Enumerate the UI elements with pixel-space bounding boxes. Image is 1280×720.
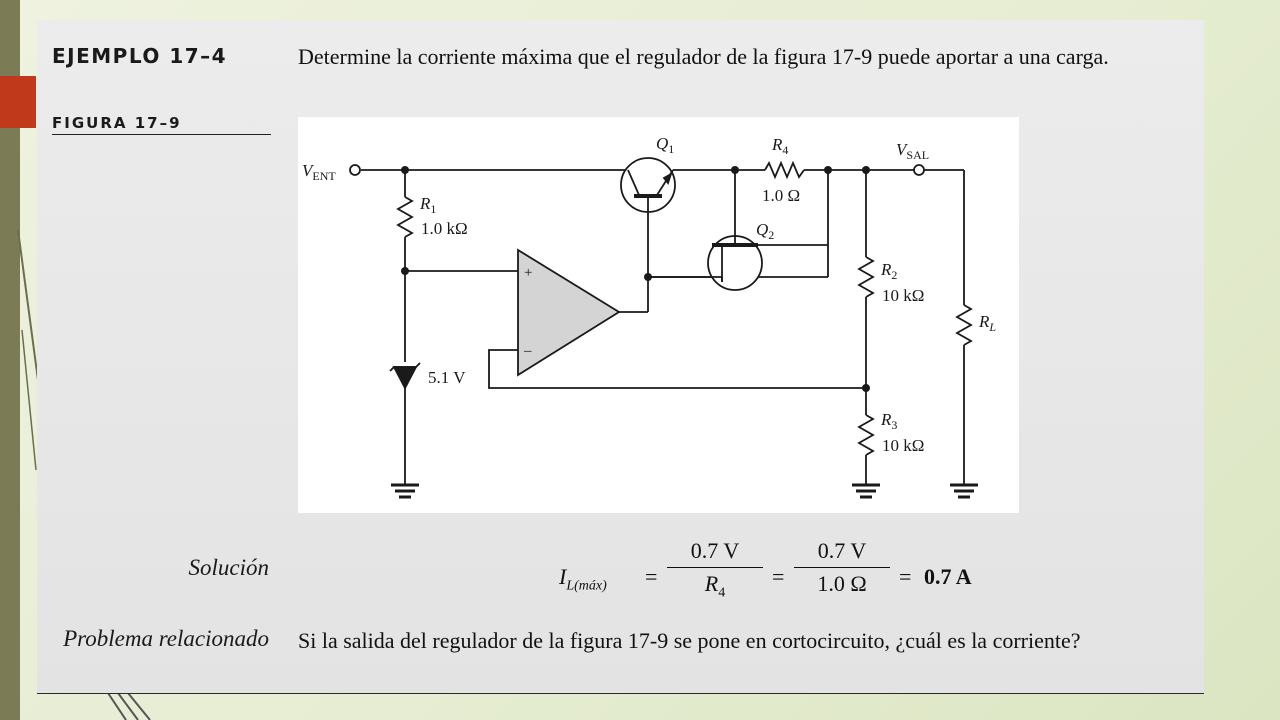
vout-terminal <box>913 164 925 176</box>
ground-mid <box>852 483 880 499</box>
r1-value: 1.0 kΩ <box>421 219 468 238</box>
formula-eq2: = <box>772 564 785 589</box>
q1-label: Q1 <box>656 134 674 156</box>
rl-resistor <box>955 304 973 346</box>
formula-fraction-2: 0.7 V 1.0 Ω <box>794 538 890 597</box>
r1-label: R1 <box>419 194 436 216</box>
rl-label: RL <box>978 312 996 334</box>
r4-resistor <box>764 160 805 180</box>
r3-label: R3 <box>880 410 897 432</box>
left-decor-bar <box>0 0 20 720</box>
circuit-figure: VENT VSAL R1 1.0 kΩ R4 1.0 Ω R2 10 kΩ R3… <box>298 117 1019 513</box>
r2-resistor <box>857 256 875 298</box>
r4-value: 1.0 Ω <box>762 186 800 205</box>
example-label: EJEMPLO 17–4 <box>52 44 228 68</box>
vin-label: VENT <box>302 161 336 183</box>
related-problem-label: Problema relacionado <box>63 626 269 651</box>
solution-label: Solución <box>188 555 270 580</box>
r2-label: R2 <box>880 260 897 282</box>
r1-resistor <box>396 196 414 238</box>
vin-terminal <box>349 164 361 176</box>
wire-feedback <box>488 349 866 389</box>
circuit-diagram: VENT VSAL R1 1.0 kΩ R4 1.0 Ω R2 10 kΩ R3… <box>302 134 996 499</box>
zener-triangle <box>392 366 418 390</box>
ground-right <box>950 483 978 499</box>
slide-content: EJEMPLO 17–4 Determine la corriente máxi… <box>37 20 1204 694</box>
opamp-minus: – <box>523 343 532 359</box>
formula-lhs: IL(máx) <box>559 564 607 594</box>
example-statement: Determine la corriente máxima que el reg… <box>298 44 1109 69</box>
r3-value: 10 kΩ <box>882 436 924 455</box>
r3-resistor <box>857 414 875 456</box>
formula-result: 0.7 A <box>924 564 972 589</box>
vout-label: VSAL <box>896 140 929 162</box>
formula-eq1: = <box>645 564 658 589</box>
related-problem-text: Si la salida del regulador de la figura … <box>298 628 1081 653</box>
formula-fraction-1: 0.7 V R4 <box>667 538 763 601</box>
ground-left <box>391 483 419 499</box>
figure-label: FIGURA 17–9 <box>52 114 271 135</box>
opamp-plus: + <box>524 265 532 281</box>
opamp <box>517 248 621 377</box>
accent-tab <box>0 76 36 128</box>
r2-value: 10 kΩ <box>882 286 924 305</box>
r4-label: R4 <box>771 135 788 157</box>
junction-dots <box>401 166 870 392</box>
decorative-lines <box>17 229 151 720</box>
zener-bar <box>389 362 421 372</box>
q2-label: Q2 <box>756 220 774 242</box>
zener-value: 5.1 V <box>428 368 466 387</box>
formula-eq3: = <box>899 564 912 589</box>
